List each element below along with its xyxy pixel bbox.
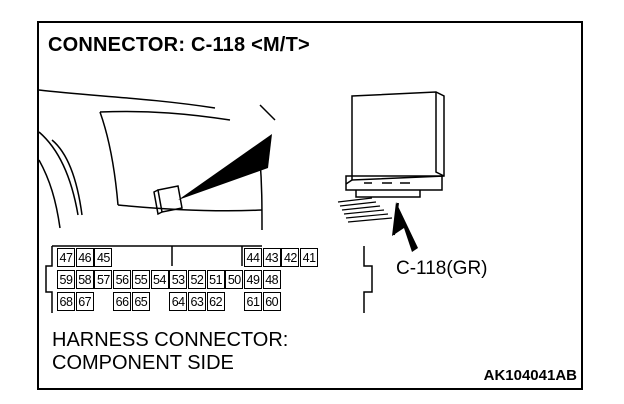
harness-wires (337, 197, 393, 223)
figure-frame (37, 21, 583, 390)
connector-label: C-118(GR) (396, 258, 488, 279)
pin-cell: 61 (244, 292, 262, 311)
pin-cell: 48 (262, 270, 281, 289)
pin-cell: 47 (57, 248, 75, 267)
pin-cell: 62 (206, 292, 225, 311)
pin-cell: 59 (57, 270, 75, 289)
component-box (153, 185, 183, 216)
pin-cell: 51 (206, 270, 225, 289)
pin-cell: 41 (300, 248, 319, 267)
pin-cell: 63 (187, 292, 206, 311)
pin-cell: 46 (75, 248, 94, 267)
arrow-icon (392, 202, 418, 252)
pin-cell: 58 (75, 270, 94, 289)
pin-cell: 45 (94, 248, 113, 267)
dashboard-outline (38, 89, 276, 231)
pin-cell: 64 (169, 292, 188, 311)
pin-cell: 65 (131, 292, 150, 311)
arrow-stem (393, 202, 399, 236)
pin-cell: 44 (244, 248, 262, 267)
page-title: CONNECTOR: C-118 <M/T> (48, 34, 310, 56)
harness-line-1: HARNESS CONNECTOR: (52, 329, 289, 351)
pin-cell: 55 (131, 270, 150, 289)
harness-line-2: COMPONENT SIDE (52, 352, 234, 374)
callout-wedge (178, 134, 272, 200)
pin-cell: 68 (57, 292, 75, 311)
pin-cell: 60 (262, 292, 281, 311)
pin-cell: 42 (281, 248, 300, 267)
ecu-unit (345, 91, 445, 198)
pin-cell: 43 (262, 248, 281, 267)
connector-outline (45, 245, 373, 313)
pin-cell: 66 (113, 292, 132, 311)
pin-cell: 50 (225, 270, 244, 289)
harness-caption: HARNESS CONNECTOR: COMPONENT SIDE (52, 329, 288, 375)
pin-cell: 67 (75, 292, 94, 311)
pin-cell: 54 (150, 270, 169, 289)
pin-cell: 56 (113, 270, 132, 289)
pin-cell: 53 (169, 270, 188, 289)
figure-code: AK104041AB (483, 367, 577, 384)
pin-cell: 49 (244, 270, 262, 289)
pin-cell: 52 (187, 270, 206, 289)
pin-cell: 57 (94, 270, 113, 289)
